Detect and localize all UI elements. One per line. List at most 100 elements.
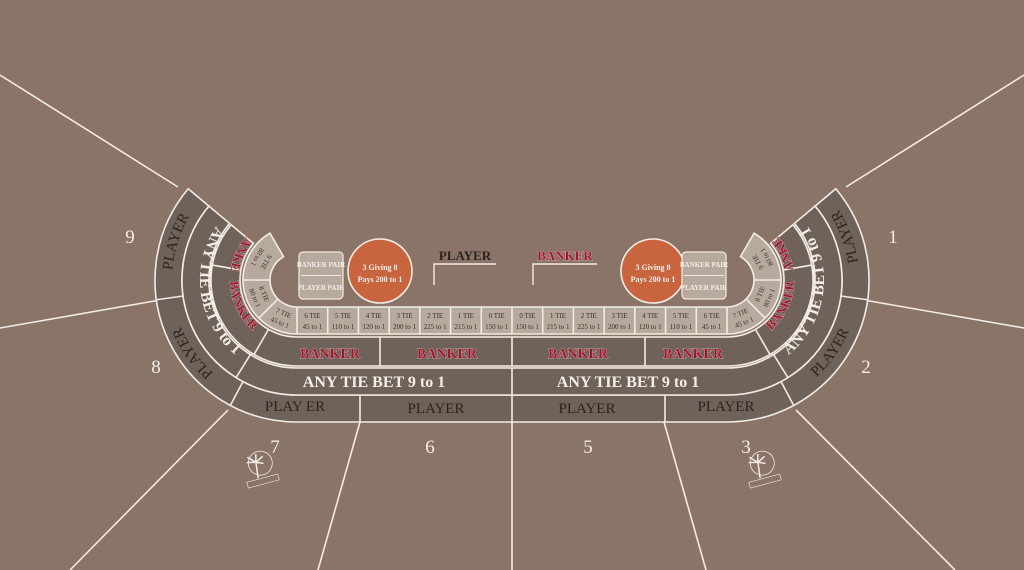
player-bet-line xyxy=(433,263,496,285)
banker-bet-line xyxy=(532,263,597,285)
side-bet-line2: Pays 200 to 1 xyxy=(631,275,676,284)
banker-divider xyxy=(253,328,270,355)
pair-bets-box: BANKER PAIR PLAYER PAIR xyxy=(297,251,346,300)
seat-number: 8 xyxy=(151,357,161,378)
seat-divider-line xyxy=(863,299,1024,329)
seat-number: 7 xyxy=(270,437,280,458)
seat-number: 5 xyxy=(583,437,593,458)
tie-bet-tile[interactable]: 6 TIE 45 to 1 xyxy=(702,312,722,331)
seat-divider-line xyxy=(317,421,361,570)
tie-odds: 200 to 1 xyxy=(393,323,416,331)
tie-odds: 120 to 1 xyxy=(362,323,385,331)
side-bet-circle xyxy=(347,238,413,304)
main-banker-bet[interactable]: BANKER xyxy=(532,248,597,285)
banker-bet-seat-5[interactable]: BANKER xyxy=(548,347,609,363)
player-pair-label: PLAYER PAIR xyxy=(681,284,728,292)
palm-beach-logo xyxy=(748,450,782,489)
logo-plate xyxy=(246,473,280,489)
seat-number: 1 xyxy=(888,227,898,248)
tie-bet-tile[interactable]: 3 TIE 200 to 1 xyxy=(393,312,416,331)
banker-pair-label: BANKER PAIR xyxy=(680,261,729,269)
any-tie-bet-left[interactable]: ANY TIE BET 9 to 1 xyxy=(303,374,445,391)
player-divider xyxy=(229,381,244,406)
player-divider xyxy=(156,295,184,301)
tie-odds: 215 to 1 xyxy=(454,323,477,331)
player-pair-bet[interactable]: PLAYER PAIR xyxy=(681,284,728,292)
seat-number: 2 xyxy=(861,357,871,378)
banker-pair-label: BANKER PAIR xyxy=(297,261,346,269)
player-pair-bet[interactable]: PLAYER PAIR xyxy=(298,284,345,292)
banker-pair-bet[interactable]: BANKER PAIR xyxy=(680,261,729,269)
logo-plate xyxy=(748,473,782,489)
tie-odds: 110 to 1 xyxy=(332,323,355,331)
seat-number: 3 xyxy=(741,437,751,458)
player-bet-seat-5[interactable]: PLAYER xyxy=(559,401,616,417)
tie-label: 6 TIE xyxy=(704,312,720,320)
player-divider xyxy=(780,381,795,406)
banker-divider xyxy=(212,264,242,271)
player-bet-seat-3[interactable]: PLAYER xyxy=(698,399,755,415)
side-bet-line1: 3 Giving 8 xyxy=(635,263,670,272)
betting-bands xyxy=(154,187,870,423)
tie-ring xyxy=(242,232,782,335)
banker-bet-seat-3[interactable]: BANKER xyxy=(663,347,724,363)
main-player-bet[interactable]: PLAYER xyxy=(433,248,496,285)
seat-number: 6 xyxy=(425,437,435,458)
seat-divider-line xyxy=(795,409,956,570)
banker-pair-bet[interactable]: BANKER PAIR xyxy=(297,261,346,269)
three-giving-eight-bet[interactable]: 3 Giving 8 Pays 200 to 1 xyxy=(347,238,413,304)
tie-odds: 225 to 1 xyxy=(577,323,600,331)
tie-odds: 120 to 1 xyxy=(639,323,662,331)
seat-divider-line xyxy=(0,74,179,188)
tie-tile-divider xyxy=(745,298,766,319)
tie-bet-tile[interactable]: 1 TIE 215 to 1 xyxy=(454,312,477,331)
banker-divider xyxy=(782,264,812,271)
tie-label: 0 TIE xyxy=(519,312,535,320)
tie-label: 3 TIE xyxy=(611,312,627,320)
any-tie-divider xyxy=(772,354,789,378)
any-tie-bet-right[interactable]: ANY TIE BET 9 to 1 xyxy=(557,374,699,391)
tie-bet-tile[interactable]: 5 TIE 110 to 1 xyxy=(332,312,355,331)
three-giving-eight-bet[interactable]: 3 Giving 8 Pays 200 to 1 xyxy=(620,238,686,304)
tie-odds: 45 to 1 xyxy=(702,323,722,331)
player-bet-seat-7[interactable]: PLAY ER xyxy=(265,399,325,415)
tie-bet-tile[interactable]: 0 TIE 150 to 1 xyxy=(516,312,539,331)
player-bet-seat-6[interactable]: PLAYER xyxy=(408,401,465,417)
tie-bet-tile[interactable]: 6 TIE 45 to 1 xyxy=(303,312,323,331)
tie-label: 5 TIE xyxy=(335,312,351,320)
tie-label: 1 TIE xyxy=(458,312,474,320)
tie-odds: 150 to 1 xyxy=(516,323,539,331)
seat-divider-line xyxy=(845,74,1024,188)
seat-divider-lines xyxy=(0,74,1024,570)
palm-tree-icon xyxy=(246,454,264,479)
tie-label: 3 TIE xyxy=(396,312,412,320)
seat-divider-line xyxy=(69,409,229,570)
logo-ring xyxy=(749,450,775,476)
tie-label: 5 TIE xyxy=(673,312,689,320)
logo-ring xyxy=(247,450,273,476)
any-tie-divider xyxy=(235,354,252,378)
tie-bet-tile[interactable]: 2 TIE 225 to 1 xyxy=(577,312,600,331)
tie-odds: 150 to 1 xyxy=(485,323,508,331)
side-bet-line2: Pays 200 to 1 xyxy=(358,275,403,284)
banker-bet-seat-7[interactable]: BANKER xyxy=(300,347,361,363)
tie-label: 2 TIE xyxy=(581,312,597,320)
banker-bet-seat-1[interactable]: BANKER xyxy=(0,0,797,273)
player-pair-label: PLAYER PAIR xyxy=(298,284,345,292)
banker-divider xyxy=(754,328,771,355)
tie-odds: 45 to 1 xyxy=(303,323,323,331)
main-player-label: PLAYER xyxy=(439,248,492,263)
banker-bet-seat-6[interactable]: BANKER xyxy=(417,347,478,363)
tie-odds: 225 to 1 xyxy=(424,323,447,331)
side-bet-line1: 3 Giving 8 xyxy=(362,263,397,272)
tie-label: 6 TIE xyxy=(304,312,320,320)
palm-tree-icon xyxy=(748,454,766,479)
